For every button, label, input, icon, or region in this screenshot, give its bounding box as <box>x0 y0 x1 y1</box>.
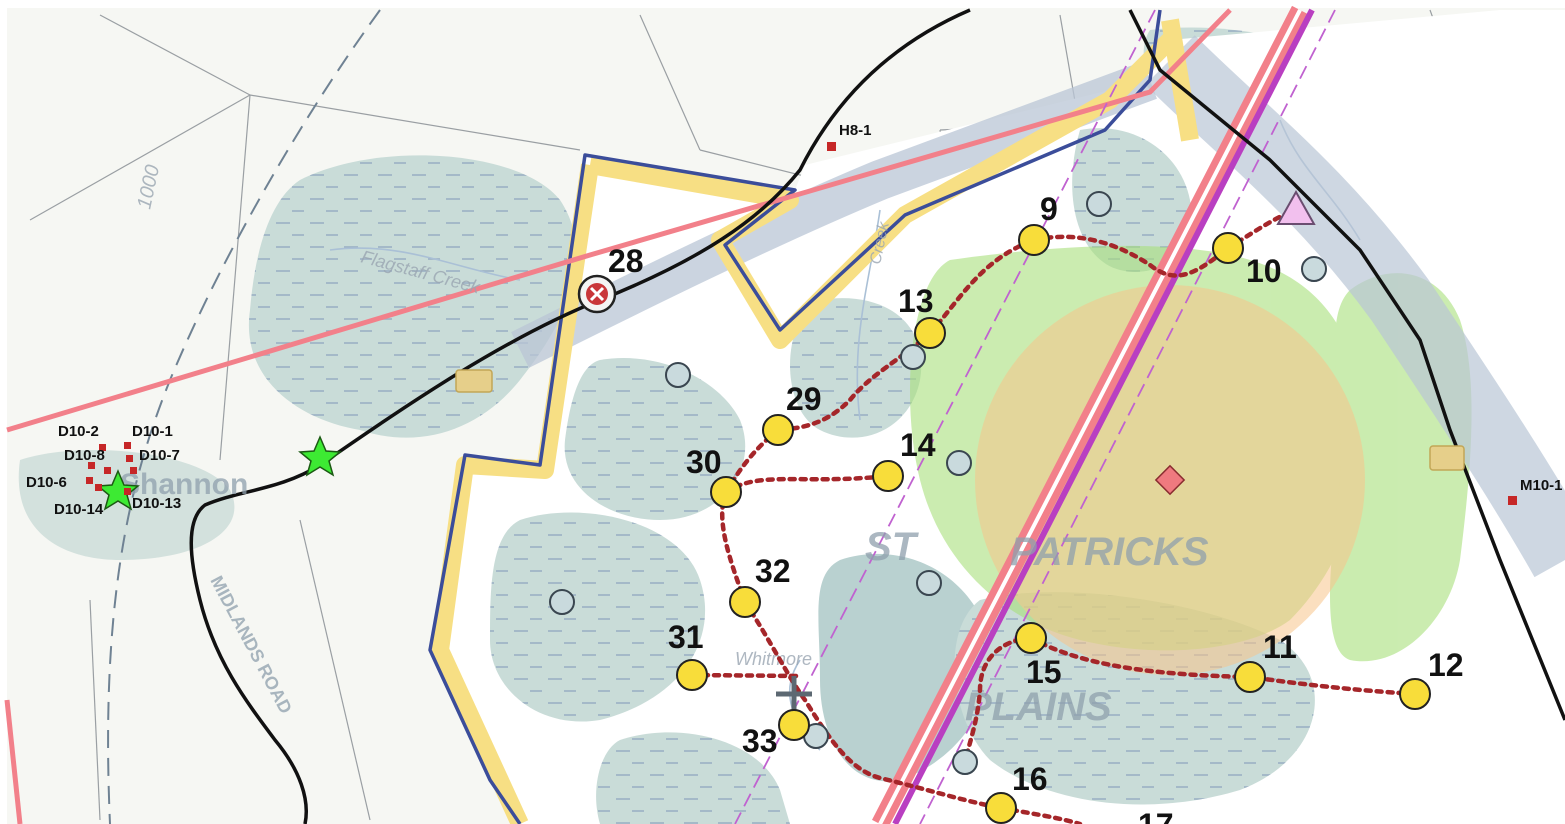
property-marker[interactable] <box>88 462 95 469</box>
study-boundary-halo <box>588 33 1177 349</box>
site-label-16: 16 <box>1012 761 1048 797</box>
property-marker[interactable] <box>95 484 102 491</box>
triangle-marker-icon[interactable] <box>1276 189 1316 225</box>
transmission-corridor[interactable] <box>734 5 1336 824</box>
site-label-13: 13 <box>898 283 934 319</box>
site-label-33: 33 <box>742 723 778 759</box>
site-marker-33[interactable] <box>778 709 810 741</box>
site-label-30: 30 <box>686 444 722 480</box>
site-marker-32[interactable] <box>729 586 761 618</box>
cross-marker-icon <box>776 676 812 712</box>
site-label-28: 28 <box>608 243 644 279</box>
site-marker-9[interactable] <box>1018 224 1050 256</box>
minor-site-circle[interactable] <box>549 589 575 615</box>
property-marker[interactable] <box>104 467 111 474</box>
property-marker[interactable] <box>124 488 131 495</box>
site-marker-30[interactable] <box>710 476 742 508</box>
study-boundary[interactable] <box>428 9 1162 824</box>
property-label-d10-13: D10-13 <box>132 495 181 512</box>
site-label-12: 12 <box>1428 647 1464 683</box>
minor-site-circle[interactable] <box>946 450 972 476</box>
property-marker[interactable] <box>126 455 133 462</box>
region-label-st: ST <box>865 525 920 569</box>
site-label-10: 10 <box>1246 253 1282 289</box>
site-label-15: 15 <box>1026 654 1062 690</box>
site-label-11: 11 <box>1263 629 1297 665</box>
easement-band <box>511 61 1158 368</box>
diamond-marker-icon[interactable] <box>1154 464 1186 496</box>
site-marker-29[interactable] <box>762 414 794 446</box>
minor-sites[interactable] <box>549 191 1327 775</box>
star-marker-icon[interactable] <box>298 435 342 477</box>
property-marker[interactable] <box>827 142 836 151</box>
excluded-site-28[interactable] <box>577 274 617 314</box>
highway-shield-icon <box>455 369 493 393</box>
property-label-d10-8: D10-8 <box>64 447 105 464</box>
property-label-d10-1: D10-1 <box>132 423 173 440</box>
property-label-d10-14: D10-14 <box>54 501 104 518</box>
study-boundary-halo-west <box>431 163 599 824</box>
site-marker-11[interactable] <box>1234 661 1266 693</box>
property-marker[interactable] <box>124 442 131 449</box>
site-label-14: 14 <box>900 427 936 463</box>
study-boundary-halo-north <box>1161 18 1199 142</box>
site-marker-12[interactable] <box>1399 678 1431 710</box>
map-frame-left <box>0 0 7 824</box>
property-label-d10-7: D10-7 <box>139 447 180 464</box>
region-label-patricks: PATRICKS <box>1010 530 1209 574</box>
property-marker[interactable] <box>130 467 137 474</box>
property-marker[interactable] <box>1508 496 1517 505</box>
property-marker[interactable] <box>99 444 106 451</box>
site-label-32: 32 <box>755 553 791 589</box>
site-marker-16[interactable] <box>985 792 1017 824</box>
map-frame-top <box>0 0 1565 8</box>
property-label-h8-1: H8-1 <box>839 122 872 139</box>
highway-east[interactable] <box>1128 9 1565 721</box>
site-marker-10[interactable] <box>1212 232 1244 264</box>
highway-shield-icon-east <box>1429 445 1465 471</box>
site-label-17: 17 <box>1138 807 1174 824</box>
minor-site-circle[interactable] <box>952 749 978 775</box>
site-labels: 9 10 11 12 13 14 15 16 17 29 30 31 32 33 <box>668 191 1464 824</box>
site-label-31: 31 <box>668 619 704 655</box>
minor-site-circle[interactable] <box>916 570 942 596</box>
property-marker[interactable] <box>86 477 93 484</box>
property-label-m10-1: M10-1 <box>1520 477 1563 494</box>
property-label-d10-6: D10-6 <box>26 474 67 491</box>
minor-site-circle[interactable] <box>1086 191 1112 217</box>
transmission-line-west[interactable] <box>6 8 1232 433</box>
star-marker-icon[interactable] <box>96 469 140 511</box>
site-marker-14[interactable] <box>872 460 904 492</box>
survey-sites[interactable] <box>676 224 1431 824</box>
site-marker-15[interactable] <box>1015 622 1047 654</box>
lagoon-label: Whitmore <box>735 649 812 669</box>
site-label-29: 29 <box>786 381 822 417</box>
property-label-d10-2: D10-2 <box>58 423 99 440</box>
minor-site-circle[interactable] <box>1301 256 1327 282</box>
site-marker-31[interactable] <box>676 659 708 691</box>
region-label-plains: PLAINS <box>965 685 1112 729</box>
minor-site-circle[interactable] <box>900 344 926 370</box>
site-marker-13[interactable] <box>914 317 946 349</box>
site-label-9: 9 <box>1040 191 1058 227</box>
property-markers[interactable] <box>86 142 1517 505</box>
transmission-line-south[interactable] <box>4 699 23 824</box>
town-label-shannon: Shannon <box>120 468 248 501</box>
minor-site-circle[interactable] <box>665 362 691 388</box>
